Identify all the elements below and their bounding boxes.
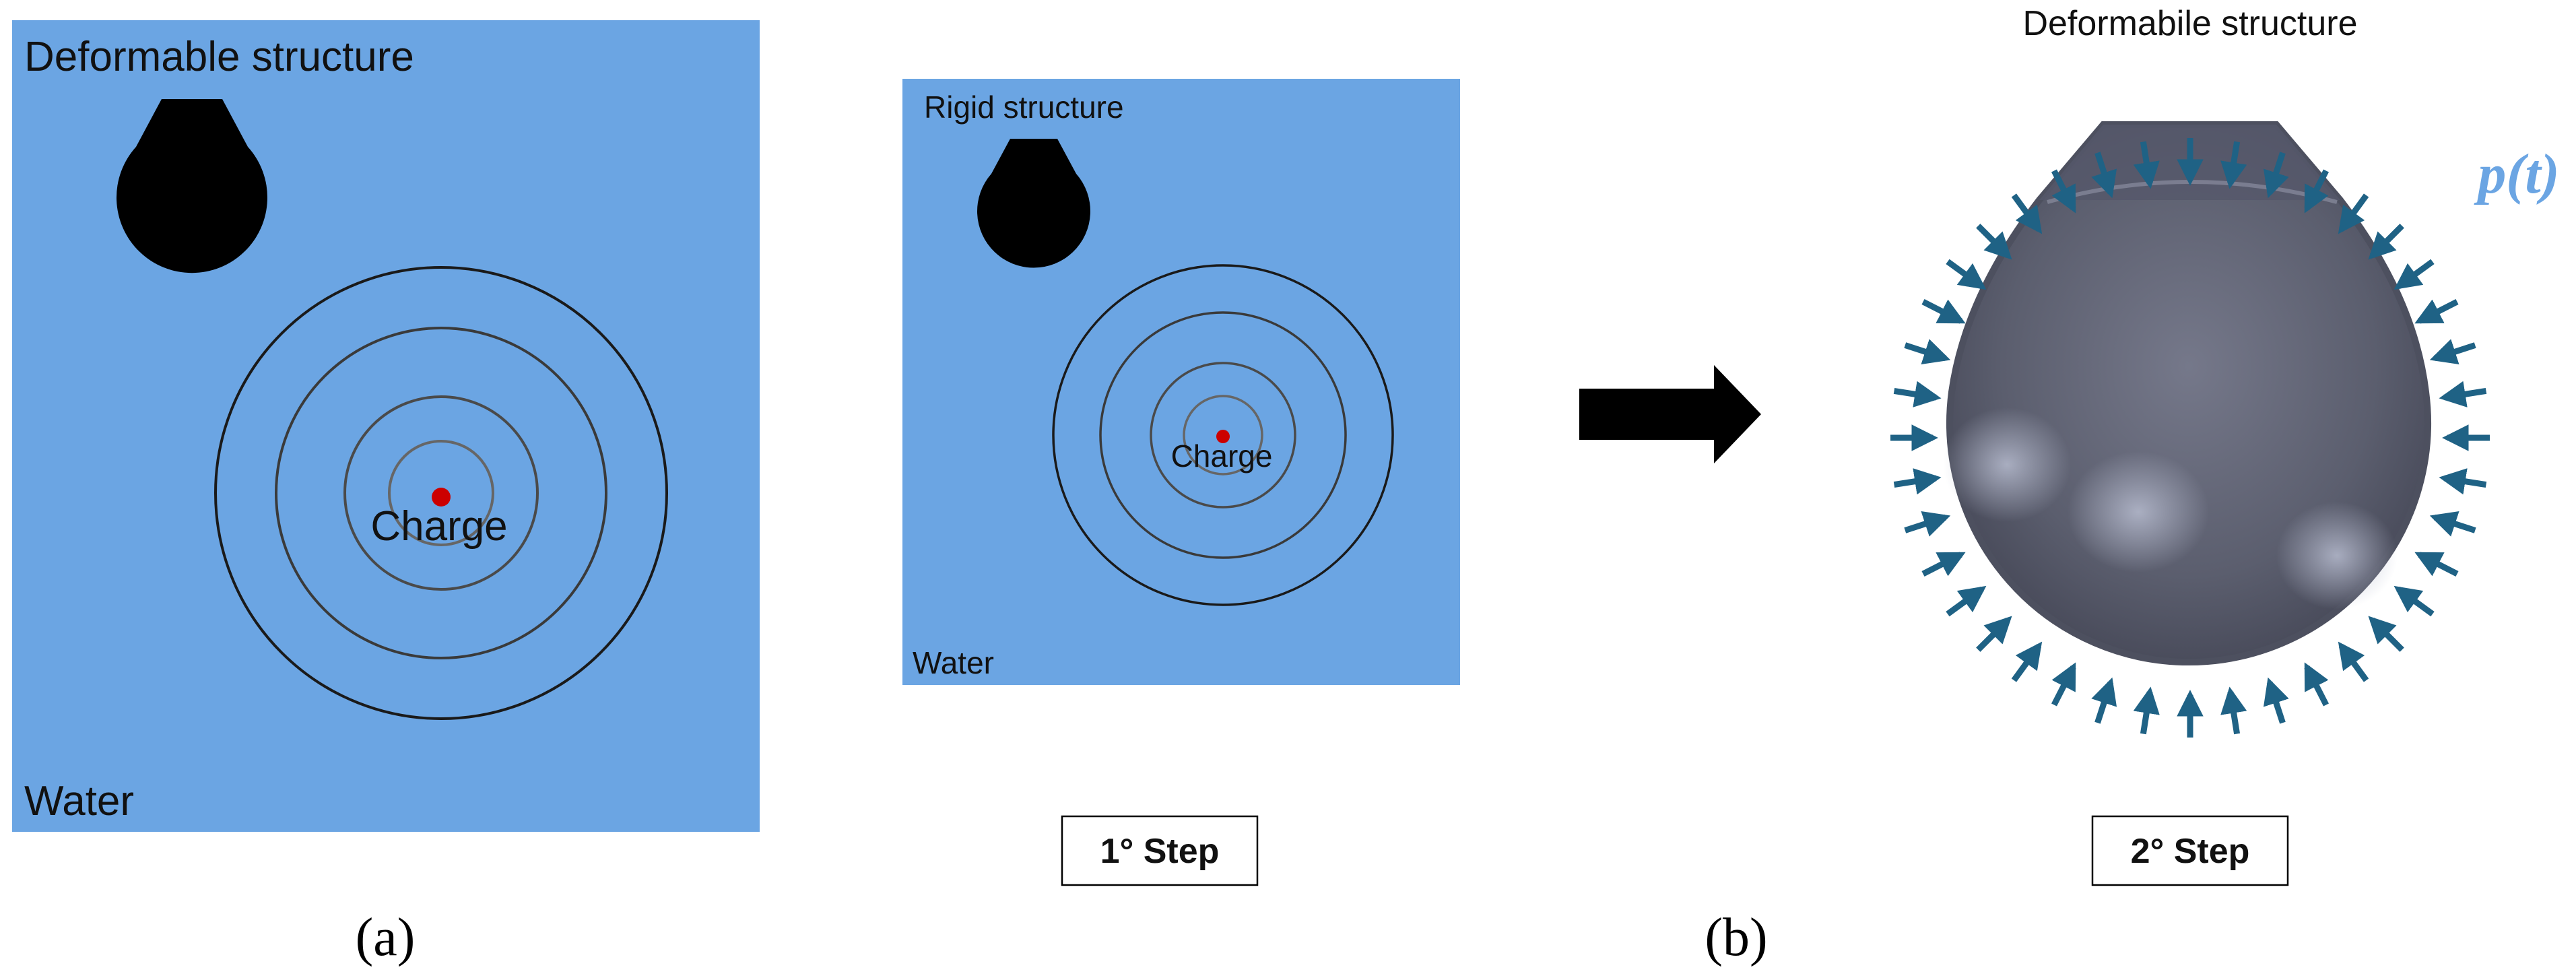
inward-arrow-icon bbox=[1921, 552, 1966, 577]
structure-label: Deformable structure bbox=[24, 34, 414, 80]
inward-arrow-icon bbox=[2439, 381, 2487, 407]
inward-arrow-icon bbox=[2338, 641, 2369, 682]
inward-arrow-icon bbox=[2091, 152, 2117, 199]
inward-arrow-icon bbox=[2414, 298, 2459, 324]
inward-arrow-icon bbox=[2011, 193, 2043, 234]
inward-arrow-icon bbox=[1904, 339, 1951, 365]
inward-arrow-icon bbox=[2220, 141, 2247, 189]
medium-label: Water bbox=[24, 778, 134, 824]
medium-label: Water bbox=[913, 645, 994, 680]
structure-label: Rigid structure bbox=[924, 90, 1124, 125]
inward-arrow-icon bbox=[2338, 193, 2369, 234]
charge-dot bbox=[432, 488, 451, 507]
inward-arrow-icon bbox=[2439, 468, 2487, 495]
pressure-wave-rings bbox=[1052, 264, 1394, 606]
shell-highlight bbox=[2068, 451, 2209, 573]
panel-b-step1: Rigid structure Charge Water bbox=[902, 79, 1460, 685]
shell-highlight bbox=[2276, 502, 2398, 610]
panel-a: Deformable structure Charge Water bbox=[12, 20, 760, 832]
step1-label: 1° Step bbox=[1100, 832, 1220, 871]
pressure-label: p(t) bbox=[2474, 143, 2559, 205]
step1-box: 1° Step bbox=[1061, 815, 1259, 886]
pressure-wave-rings bbox=[214, 266, 668, 720]
structure-shape bbox=[977, 139, 1091, 268]
charge-dot bbox=[1216, 430, 1230, 443]
inward-arrow-icon bbox=[2051, 169, 2076, 214]
inward-arrow-icon bbox=[2393, 259, 2435, 290]
inward-arrow-icon bbox=[1946, 585, 1987, 617]
inward-arrow-icon bbox=[2133, 141, 2160, 189]
water-domain bbox=[902, 79, 1460, 685]
inward-arrow-icon bbox=[2368, 616, 2404, 652]
inward-arrow-icon bbox=[2091, 677, 2117, 724]
inward-arrow-icon bbox=[2263, 152, 2289, 199]
inward-arrow-icon bbox=[2011, 641, 2043, 682]
inward-arrow-icon bbox=[2368, 224, 2404, 260]
inward-arrow-icon bbox=[1946, 259, 1987, 290]
shell-highlight bbox=[1943, 407, 2071, 522]
inward-arrow-icon bbox=[2304, 662, 2330, 707]
inward-arrow-icon bbox=[2304, 169, 2330, 214]
step2-label: 2° Step bbox=[2131, 832, 2250, 871]
inward-arrow-icon bbox=[1976, 616, 2012, 652]
inward-arrow-icon bbox=[2051, 662, 2076, 707]
structure-label: Deformabile structure bbox=[2022, 4, 2357, 43]
water-domain bbox=[12, 20, 760, 832]
inward-arrow-icon bbox=[2263, 677, 2289, 724]
inward-arrow-icon bbox=[2133, 686, 2160, 735]
charge-label: Charge bbox=[1171, 438, 1273, 473]
right-arrow-icon bbox=[1579, 365, 1761, 463]
panel-b-step2: Deformabile structure p(t) bbox=[1890, 4, 2560, 738]
charge-label: Charge bbox=[370, 503, 507, 550]
inward-arrow-icon bbox=[2393, 585, 2435, 617]
inward-arrow-icon bbox=[2429, 511, 2476, 537]
inward-arrow-icon bbox=[1893, 381, 1942, 407]
caption-a: (a) bbox=[356, 908, 416, 967]
structure-shape bbox=[117, 99, 267, 273]
inward-arrow-icon bbox=[2414, 552, 2459, 577]
inward-arrow-icon bbox=[1921, 298, 1966, 324]
inward-arrow-icon bbox=[2429, 339, 2476, 365]
inward-arrow-icon bbox=[1976, 224, 2012, 260]
inward-arrow-icon bbox=[1893, 468, 1942, 495]
inward-arrow-icon bbox=[1904, 511, 1951, 537]
step2-box: 2° Step bbox=[2091, 815, 2289, 886]
pressure-arrows bbox=[1890, 138, 2490, 738]
inward-arrow-icon bbox=[2220, 686, 2247, 735]
caption-b: (b) bbox=[1705, 908, 1767, 967]
